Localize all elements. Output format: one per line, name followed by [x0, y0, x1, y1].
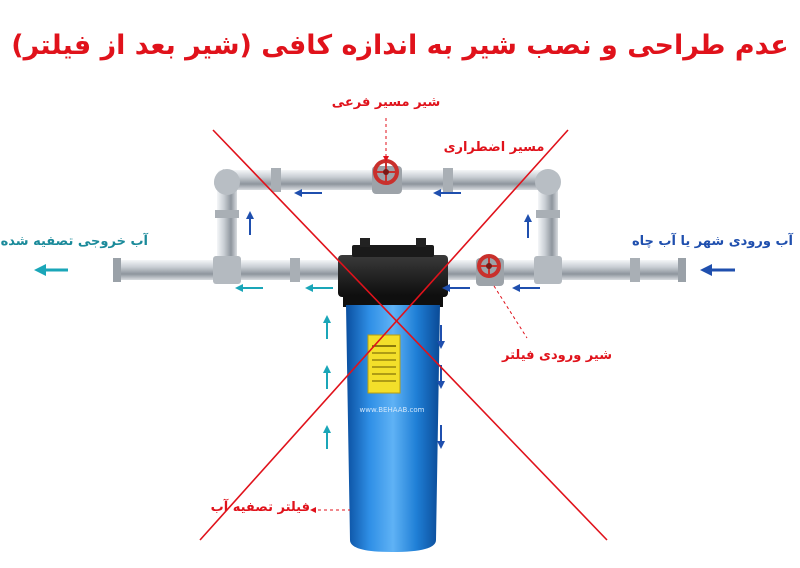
leader-lines [310, 118, 528, 513]
rejection-cross [199, 129, 608, 541]
water-filter-label: فیلتر تصفیه آب [210, 500, 310, 515]
bypass-valve-label: شیر مسیر فرعی [331, 95, 441, 110]
outlet-flow-arrows [34, 264, 333, 449]
filter-watermark: www.BEHAAB.com [360, 406, 425, 414]
filter-housing: www.BEHAAB.com [338, 238, 448, 552]
filter-inlet-valve-label: شیر ورودی فیلتر [502, 348, 612, 363]
outlet-water-label: آب خروجی تصفیه شده [0, 234, 148, 249]
inlet-flow-arrows [246, 189, 735, 449]
emergency-path-label: مسیر اضطراری [443, 140, 545, 155]
inlet-water-label: آب ورودی شهر یا آب چاه [631, 234, 793, 249]
bypass-valve [372, 159, 402, 194]
filter-inlet-valve [476, 254, 504, 286]
page-title: عدم طراحی و نصب شیر به اندازه کافی (شیر … [11, 30, 789, 61]
